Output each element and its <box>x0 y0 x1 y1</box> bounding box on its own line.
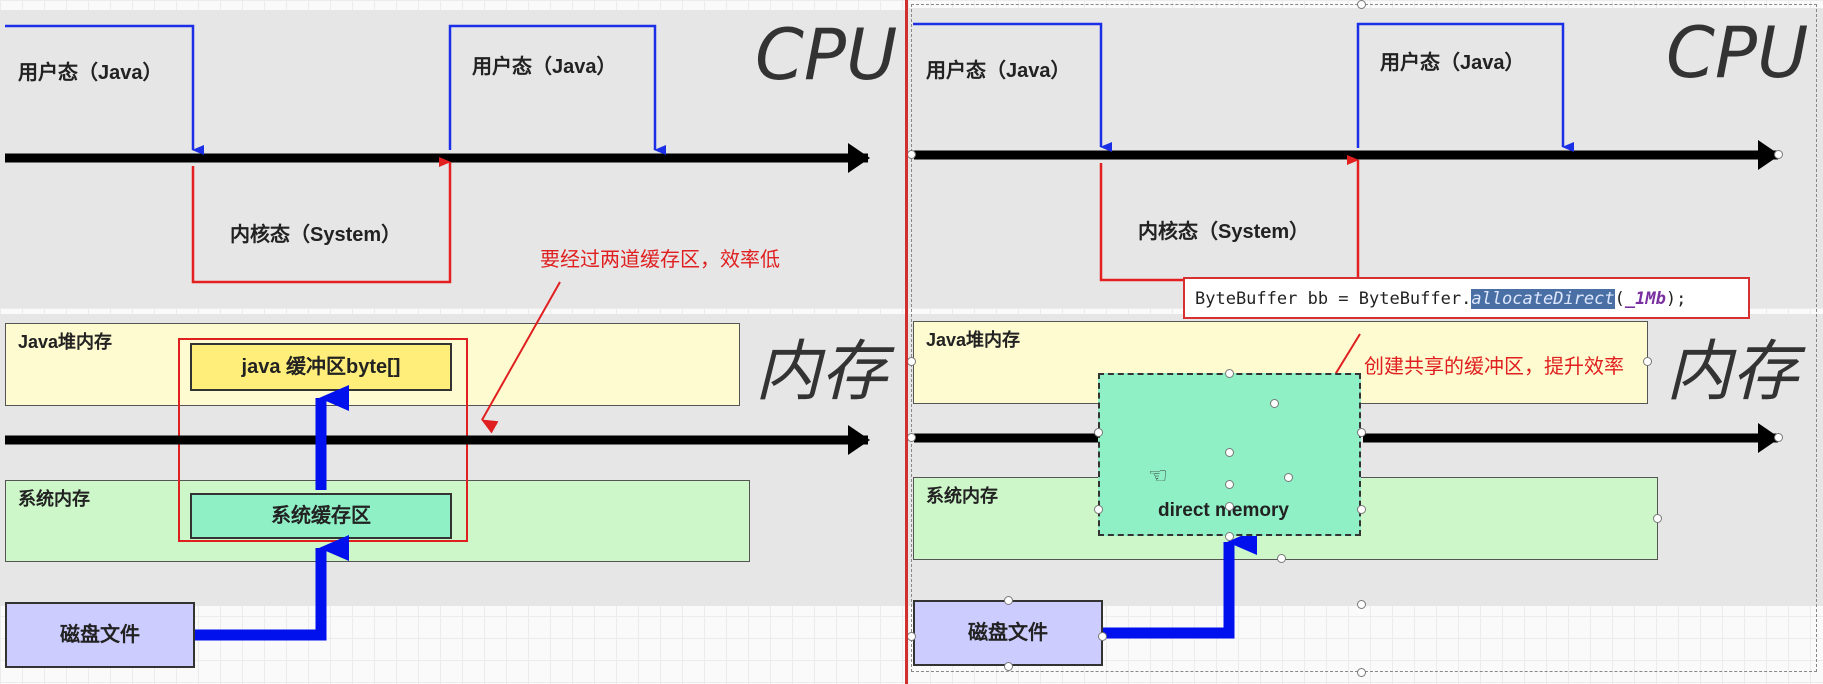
kernel-mode-arrow <box>191 157 452 284</box>
resize-handle[interactable] <box>908 433 916 442</box>
system-memory-label: 系统内存 <box>926 486 998 506</box>
selection-frame[interactable] <box>911 4 1817 672</box>
resize-handle[interactable] <box>908 150 916 159</box>
resize-handle[interactable] <box>1357 668 1366 677</box>
direct-memory-label: direct memory <box>1158 500 1289 521</box>
disk-to-direct-memory-flow <box>1103 529 1257 639</box>
resize-handle[interactable] <box>1284 473 1293 482</box>
java-heap-label: Java堆内存 <box>18 332 113 352</box>
code-prefix: ByteBuffer bb = ByteBuffer. <box>1195 289 1472 309</box>
resize-handle[interactable] <box>1357 428 1366 437</box>
resize-handle[interactable] <box>1653 514 1662 523</box>
code-arg: _1Mb <box>1624 289 1666 309</box>
right-diagram-panel: CPU 内存 用户态（Java） 用户态（Java） 内核态（System） J… <box>908 0 1823 684</box>
user-mode-arrow-2 <box>1356 22 1574 152</box>
user-mode-arrow-2 <box>448 24 666 155</box>
left-diagram-panel: CPU 内存 用户态（Java） 用户态（Java） 内核态（System） 要… <box>0 0 905 684</box>
resize-handle[interactable] <box>1270 399 1279 408</box>
resize-handle[interactable] <box>1225 369 1234 378</box>
panel-divider <box>905 0 908 684</box>
resize-handle[interactable] <box>1774 433 1783 442</box>
user-mode-label-2: 用户态（Java） <box>472 56 617 78</box>
resize-handle[interactable] <box>908 357 916 366</box>
resize-handle[interactable] <box>1357 600 1366 609</box>
resize-handle[interactable] <box>1098 632 1107 641</box>
disk-file: 磁盘文件 <box>913 600 1103 666</box>
resize-handle[interactable] <box>1774 150 1783 159</box>
resize-handle[interactable] <box>1277 554 1286 563</box>
code-suffix: ); <box>1665 289 1687 309</box>
disk-file: 磁盘文件 <box>5 602 195 668</box>
resize-handle[interactable] <box>1094 505 1103 514</box>
system-memory-label: 系统内存 <box>18 489 90 509</box>
java-buffer-label: java 缓冲区byte[] <box>241 356 401 378</box>
kernel-mode-label: 内核态（System） <box>230 224 402 246</box>
efficiency-note: 要经过两道缓存区，效率低 <box>540 249 780 271</box>
code-snippet: ByteBuffer bb = ByteBuffer.allocateDirec… <box>1183 277 1750 319</box>
resize-handle[interactable] <box>1225 480 1234 489</box>
resize-handle[interactable] <box>1225 502 1234 511</box>
java-buffer: java 缓冲区byte[] <box>190 343 452 391</box>
disk-to-system-buffer-flow <box>195 535 349 641</box>
resize-handle[interactable] <box>1357 0 1366 9</box>
resize-handle[interactable] <box>1004 662 1013 671</box>
right-arrows-layer <box>913 22 1780 639</box>
kernel-mode-label: 内核态（System） <box>1138 221 1310 243</box>
java-heap-label: Java堆内存 <box>926 330 1021 350</box>
memory-title: 内存 <box>755 333 887 410</box>
system-buffer-label: 系统缓存区 <box>271 505 371 527</box>
user-mode-arrow-1 <box>5 24 204 155</box>
resize-handle[interactable] <box>1225 532 1234 541</box>
disk-file-label: 磁盘文件 <box>60 624 140 646</box>
allocate-direct-code: ByteBuffer bb = ByteBuffer.allocateDirec… <box>1195 289 1686 309</box>
system-buffer: 系统缓存区 <box>190 493 452 539</box>
user-mode-label-1: 用户态（Java） <box>926 60 1071 82</box>
user-mode-arrow-1 <box>913 22 1112 152</box>
cpu-title: CPU <box>1666 12 1809 94</box>
code-paren: ( <box>1614 289 1625 309</box>
resize-handle[interactable] <box>1225 448 1234 457</box>
user-mode-label-1: 用户态（Java） <box>18 62 163 84</box>
cpu-title: CPU <box>755 14 898 96</box>
memory-title: 内存 <box>1666 333 1798 410</box>
resize-handle[interactable] <box>1004 596 1013 605</box>
left-arrows-layer <box>5 24 870 641</box>
disk-file-label: 磁盘文件 <box>968 622 1048 644</box>
hand-cursor-icon: ☜ <box>1148 463 1168 488</box>
resize-handle[interactable] <box>1357 505 1366 514</box>
user-mode-label-2: 用户态（Java） <box>1380 52 1525 74</box>
resize-handle[interactable] <box>908 632 916 641</box>
resize-handle[interactable] <box>1094 428 1103 437</box>
note-pointer-arrow <box>481 281 561 434</box>
code-method: allocateDirect <box>1471 289 1615 309</box>
efficiency-note: 创建共享的缓冲区，提升效率 <box>1364 356 1624 378</box>
resize-handle[interactable] <box>1643 357 1652 366</box>
